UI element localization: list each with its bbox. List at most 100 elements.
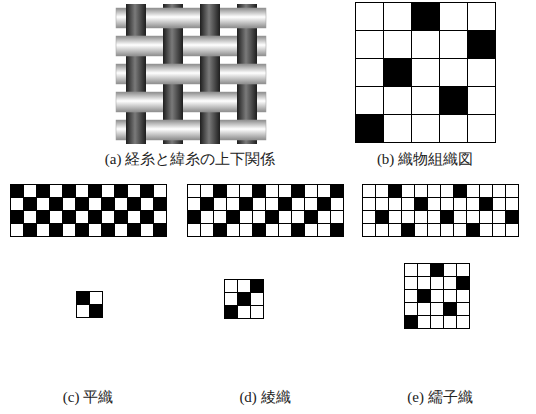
- grid-cell: [415, 211, 428, 224]
- grid-cell: [76, 211, 89, 224]
- grid-cell: [240, 198, 253, 211]
- figure-caption: (b) 織物組織図: [377, 150, 473, 168]
- weave-grid: [356, 3, 496, 143]
- grid-cell: [440, 31, 468, 59]
- grid-cell: [384, 87, 412, 115]
- grid-cell: [251, 306, 264, 319]
- grid-cell: [454, 198, 467, 211]
- grid-cell: [115, 224, 128, 237]
- grid-cell: [444, 303, 457, 316]
- grid-cell: [188, 224, 201, 237]
- warp-thread: [126, 117, 146, 143]
- warp-thread: [126, 61, 146, 87]
- grid-cell: [102, 185, 115, 198]
- grid-cell: [376, 211, 389, 224]
- grid-cell: [480, 211, 493, 224]
- grid-cell: [201, 198, 214, 211]
- grid-cell: [363, 198, 376, 211]
- grid-cell: [431, 264, 444, 277]
- grid-cell: [480, 224, 493, 237]
- grid-cell: [457, 316, 470, 329]
- grid-cell: [412, 59, 440, 87]
- grid-cell: [292, 224, 305, 237]
- warp-thread: [237, 33, 257, 59]
- grid-cell: [440, 87, 468, 115]
- grid-cell: [240, 185, 253, 198]
- weave-grid: [11, 185, 167, 237]
- warp-thread: [200, 61, 220, 87]
- grid-cell: [493, 198, 506, 211]
- grid-cell: [227, 211, 240, 224]
- grid-cell: [318, 224, 331, 237]
- grid-cell: [444, 290, 457, 303]
- grid-cell: [154, 198, 167, 211]
- grid-cell: [50, 224, 63, 237]
- grid-cell: [225, 280, 238, 293]
- grid-cell: [238, 293, 251, 306]
- figure-caption: (a) 経糸と緯糸の上下関係: [105, 150, 275, 168]
- grid-cell: [440, 59, 468, 87]
- grid-cell: [493, 211, 506, 224]
- grid-cell: [506, 198, 519, 211]
- grid-cell: [128, 211, 141, 224]
- grid-cell: [318, 198, 331, 211]
- grid-cell: [76, 198, 89, 211]
- grid-cell: [63, 185, 76, 198]
- figure-caption: (c) 平織: [63, 388, 113, 406]
- grid-cell: [418, 277, 431, 290]
- grid-cell: [266, 198, 279, 211]
- grid-cell: [225, 306, 238, 319]
- grid-cell: [115, 185, 128, 198]
- warp-thread: [200, 117, 220, 143]
- grid-cell: [90, 292, 103, 305]
- grid-cell: [402, 185, 415, 198]
- grid-cell: [468, 3, 496, 31]
- grid-cell: [468, 87, 496, 115]
- grid-cell: [356, 87, 384, 115]
- grid-cell: [363, 211, 376, 224]
- grid-cell: [77, 292, 90, 305]
- grid-cell: [24, 185, 37, 198]
- grid-cell: [412, 3, 440, 31]
- weave-grid: [77, 292, 103, 318]
- grid-cell: [428, 211, 441, 224]
- grid-cell: [266, 224, 279, 237]
- grid-cell: [89, 211, 102, 224]
- grid-cell: [253, 185, 266, 198]
- grid-cell: [467, 224, 480, 237]
- grid-cell: [115, 211, 128, 224]
- grid-cell: [154, 224, 167, 237]
- grid-cell: [279, 211, 292, 224]
- grid-cell: [318, 211, 331, 224]
- grid-cell: [405, 264, 418, 277]
- grid-cell: [428, 198, 441, 211]
- grid-cell: [389, 185, 402, 198]
- grid-cell: [363, 224, 376, 237]
- grid-cell: [63, 224, 76, 237]
- grid-cell: [389, 211, 402, 224]
- grid-cell: [376, 198, 389, 211]
- grid-cell: [292, 185, 305, 198]
- grid-cell: [331, 211, 344, 224]
- grid-cell: [102, 211, 115, 224]
- grid-cell: [102, 224, 115, 237]
- grid-cell: [405, 303, 418, 316]
- warp-thread: [200, 4, 220, 144]
- grid-cell: [253, 211, 266, 224]
- grid-cell: [227, 185, 240, 198]
- grid-cell: [141, 211, 154, 224]
- grid-cell: [384, 115, 412, 143]
- grid-cell: [467, 211, 480, 224]
- grid-cell: [201, 211, 214, 224]
- grid-cell: [253, 198, 266, 211]
- grid-cell: [431, 290, 444, 303]
- grid-cell: [356, 31, 384, 59]
- warp-thread: [126, 4, 146, 144]
- grid-cell: [11, 198, 24, 211]
- grid-cell: [405, 316, 418, 329]
- grid-cell: [227, 224, 240, 237]
- grid-cell: [24, 198, 37, 211]
- grid-cell: [266, 211, 279, 224]
- grid-cell: [457, 264, 470, 277]
